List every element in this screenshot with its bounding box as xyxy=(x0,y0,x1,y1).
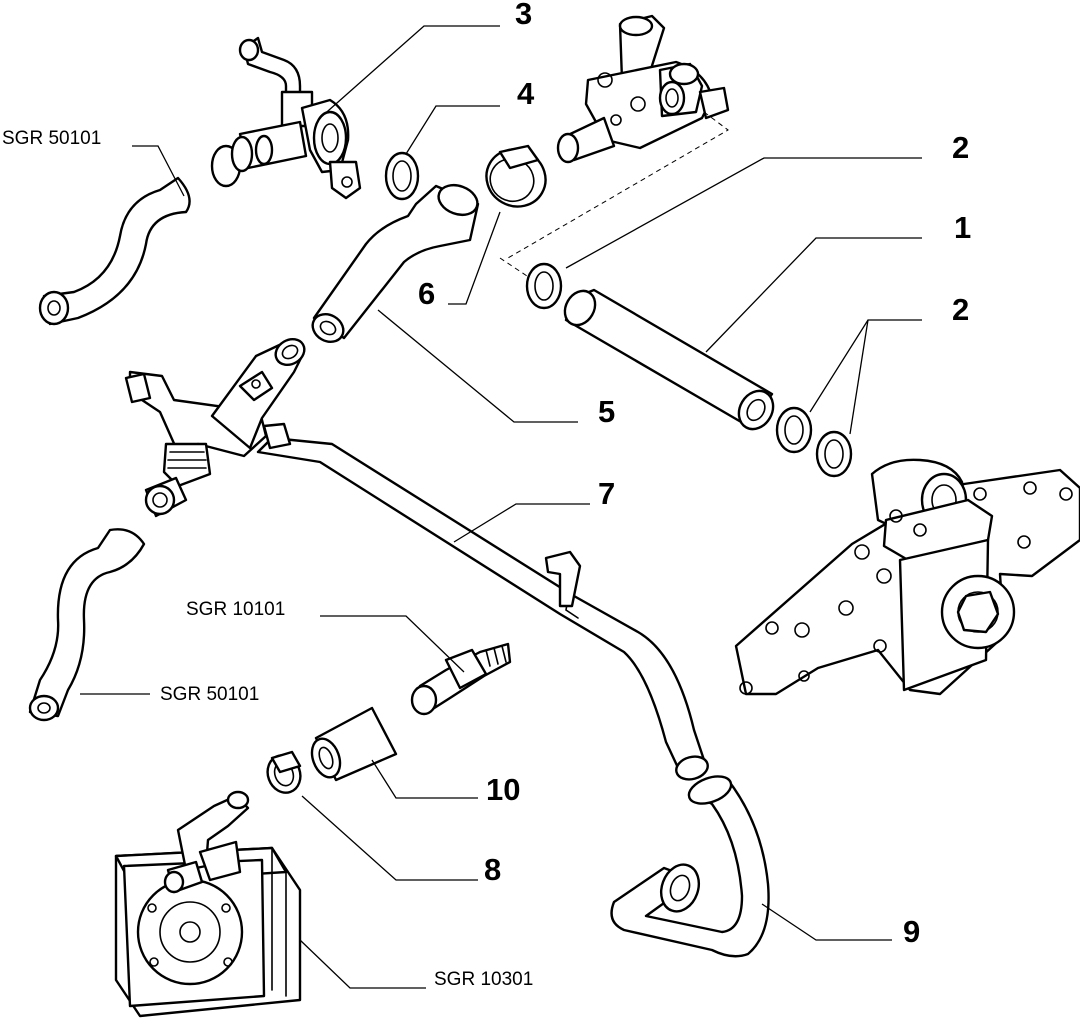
callout-9: 9 xyxy=(903,914,920,949)
lower-coolant-hose xyxy=(28,528,146,722)
part-1-pipe xyxy=(563,288,775,431)
part-10-sleeve xyxy=(310,706,398,782)
part-4-sealing-washer xyxy=(384,151,420,201)
upper-coolant-hose xyxy=(38,176,191,326)
part-5-elbow-hose xyxy=(311,183,480,344)
union-bolt xyxy=(410,642,512,716)
reference-codes: SGR 50101 SGR 10101 SGR 50101 SGR 10301 xyxy=(2,128,533,990)
callout-labels: 3 4 2 1 2 6 5 7 10 8 9 xyxy=(418,0,971,949)
part-2-washer-upper xyxy=(525,262,563,310)
part-3-three-way-fitting xyxy=(210,36,362,200)
water-pump xyxy=(734,458,1080,696)
alignment-lines xyxy=(499,111,729,279)
callout-4: 4 xyxy=(517,76,535,111)
callout-8: 8 xyxy=(484,852,501,887)
part-6-hose-clamp xyxy=(485,144,547,208)
part-9-formed-hose xyxy=(610,775,770,958)
callout-3: 3 xyxy=(515,0,532,31)
callout-10: 10 xyxy=(486,772,520,807)
ref-union-bolt: SGR 10101 xyxy=(186,599,285,620)
callout-2-lower: 2 xyxy=(952,292,969,327)
callout-1: 1 xyxy=(954,210,971,245)
part-7-coolant-pipe-assembly xyxy=(124,337,709,781)
ref-oil-cooler: SGR 10301 xyxy=(434,969,533,990)
callout-6: 6 xyxy=(418,276,435,311)
part-8-small-clamp xyxy=(266,750,302,794)
callout-2-upper: 2 xyxy=(952,130,969,165)
leader-lines xyxy=(80,25,922,989)
oil-cooler xyxy=(114,790,302,1018)
callout-5: 5 xyxy=(598,394,615,429)
ref-lower-hose: SGR 50101 xyxy=(160,684,259,705)
part-2-washers-lower xyxy=(775,406,853,478)
thermostat-housing xyxy=(556,14,730,164)
ref-upper-hose: SGR 50101 xyxy=(2,128,101,149)
callout-7: 7 xyxy=(598,476,615,511)
